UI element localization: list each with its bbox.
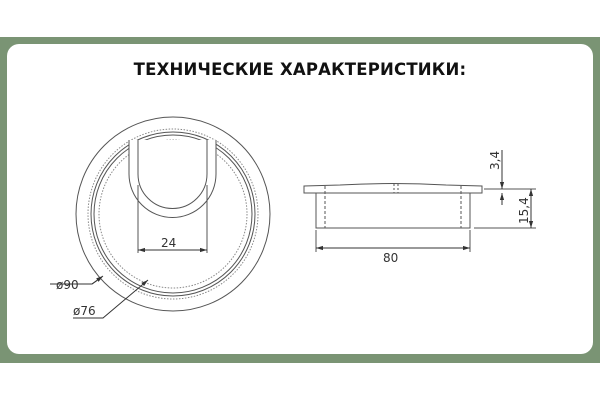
outer-diameter-label: ø90: [56, 278, 79, 292]
slot-outer: [128, 140, 217, 218]
outer-circle: [75, 116, 271, 312]
spec-card: [7, 44, 593, 354]
inner-diameter-label: ø76: [73, 304, 96, 318]
top-view: [50, 116, 271, 319]
total-height-label: 15,4: [517, 197, 531, 224]
side-view: [303, 150, 536, 252]
width-label: 80: [383, 251, 398, 265]
slot-width-label: 24: [161, 236, 176, 250]
page-title: ТЕХНИЧЕСКИЕ ХАРАКТЕРИСТИКИ:: [133, 60, 467, 79]
flange-height-label: 3,4: [488, 151, 502, 170]
slot-inner: [137, 140, 208, 209]
